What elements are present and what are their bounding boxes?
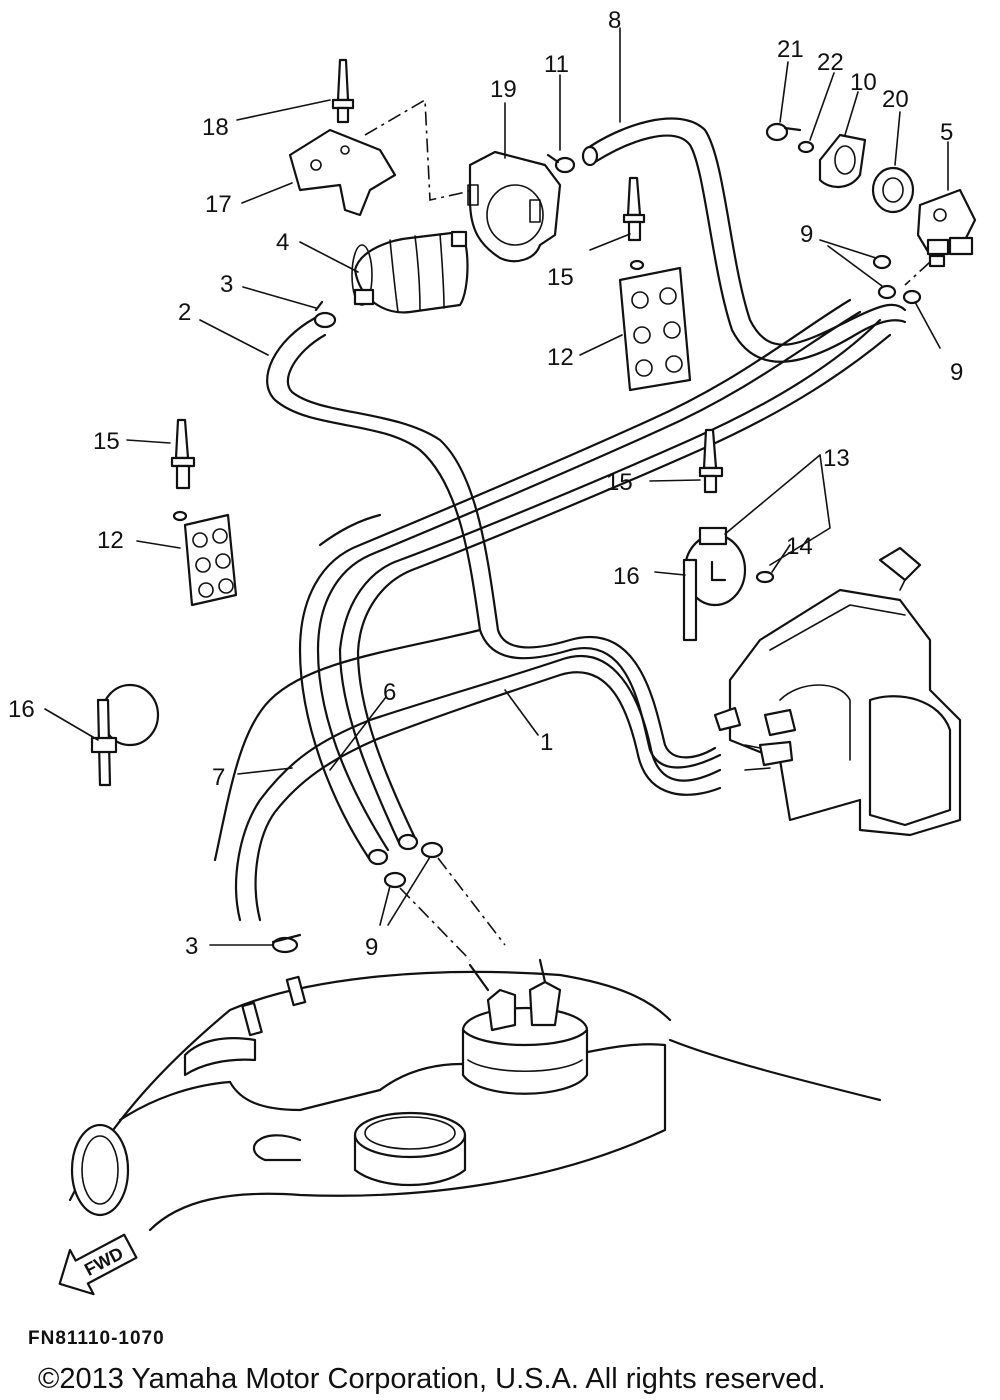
label-3: 3 [185, 933, 198, 960]
clamp-3-bottom [271, 933, 302, 954]
washer-22 [797, 140, 815, 154]
label-15: 15 [547, 264, 574, 291]
fuel-filter [351, 230, 469, 314]
label-6: 6 [383, 679, 396, 706]
label-14: 14 [786, 533, 813, 560]
label-12: 12 [97, 527, 124, 554]
carburetor [713, 546, 962, 837]
label-16: 16 [8, 696, 35, 723]
label-3: 3 [220, 271, 233, 298]
plate-20 [871, 166, 915, 214]
label-20: 20 [882, 86, 909, 113]
label-7: 7 [212, 764, 225, 791]
hose-6-7 [298, 298, 892, 866]
hose-holder-12-left [183, 513, 238, 607]
fuel-cock-5 [904, 188, 977, 286]
washer-14 [755, 570, 775, 584]
label-12: 12 [547, 344, 574, 371]
hose-2 [266, 316, 722, 769]
screw-21 [765, 122, 802, 142]
label-9: 9 [950, 359, 963, 386]
label-11: 11 [544, 51, 569, 78]
forward-direction-arrow: FWD [58, 1233, 138, 1296]
label-16: 16 [613, 563, 640, 590]
clamp-11 [546, 153, 576, 174]
pin-15-top [622, 176, 646, 271]
knob-10 [818, 133, 867, 188]
label-22: 22 [817, 49, 844, 76]
pin-15-right [698, 428, 724, 494]
hose-holder-12-top [618, 266, 692, 392]
label-2: 2 [178, 299, 191, 326]
label-19: 19 [490, 76, 517, 103]
label-17: 17 [205, 191, 232, 218]
label-10: 10 [850, 69, 877, 96]
drawing-code: FN81110-1070 [28, 1328, 165, 1349]
fuel-tank [68, 958, 882, 1232]
label-8: 8 [608, 7, 621, 34]
label-15: 15 [93, 428, 120, 455]
part-number-labels: 1 2 3 3 4 5 6 7 8 9 9 9 10 11 12 12 13 1… [8, 7, 963, 961]
label-21: 21 [777, 36, 804, 63]
leader-dashed-19 [364, 98, 476, 201]
label-15: 15 [606, 469, 633, 496]
pin-18 [331, 58, 355, 124]
hose-8 [581, 117, 907, 363]
label-1: 1 [540, 729, 553, 756]
label-9: 9 [800, 221, 813, 248]
label-13: 13 [823, 445, 850, 472]
clamp-bracket-19 [467, 150, 562, 263]
pin-15-left [170, 418, 196, 522]
cable-tie-16-right [682, 558, 698, 642]
label-5: 5 [940, 119, 953, 146]
clamp-3-top [313, 300, 337, 329]
label-4: 4 [276, 229, 289, 256]
leader-dashed-pump [399, 857, 506, 961]
clamp-9-group [383, 254, 922, 889]
copyright-notice: ©2013 Yamaha Motor Corporation, U.S.A. A… [38, 1363, 826, 1395]
hose-1 [213, 628, 722, 922]
leader-lines [44, 27, 949, 946]
label-9: 9 [365, 934, 378, 961]
label-18: 18 [202, 114, 229, 141]
cable-tie-16-left [90, 683, 160, 787]
bracket-17 [288, 128, 397, 217]
